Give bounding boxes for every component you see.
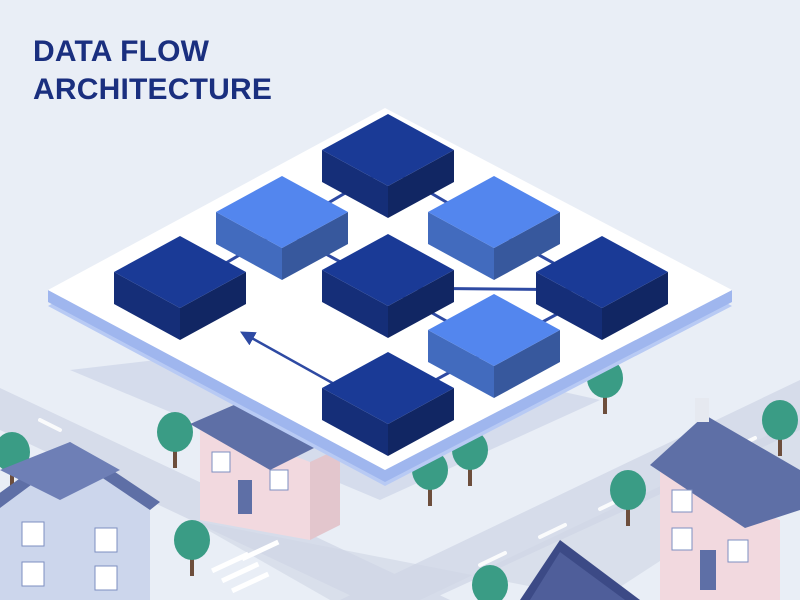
house-left [0, 442, 160, 600]
crosswalk [211, 539, 280, 594]
node-n1 [322, 114, 454, 218]
road-crossing [190, 420, 800, 600]
node-n6 [536, 236, 668, 340]
node-n8 [322, 352, 454, 456]
node-n3 [428, 176, 560, 280]
tree [174, 520, 210, 576]
page-title: DATA FLOW ARCHITECTURE [33, 33, 272, 109]
node-n4 [114, 236, 246, 340]
title-line-1: DATA FLOW [33, 35, 210, 68]
tree [762, 400, 798, 456]
nodes [114, 114, 668, 456]
house-center [190, 398, 340, 540]
tree [610, 470, 646, 526]
house-right [650, 398, 800, 600]
node-n5 [322, 234, 454, 338]
tree [472, 565, 508, 600]
house-bottom [520, 540, 640, 600]
tree [157, 412, 193, 468]
title-line-2: ARCHITECTURE [33, 73, 273, 106]
node-n7 [428, 294, 560, 398]
node-n2 [216, 176, 348, 280]
link-n4-n8 [240, 331, 349, 393]
